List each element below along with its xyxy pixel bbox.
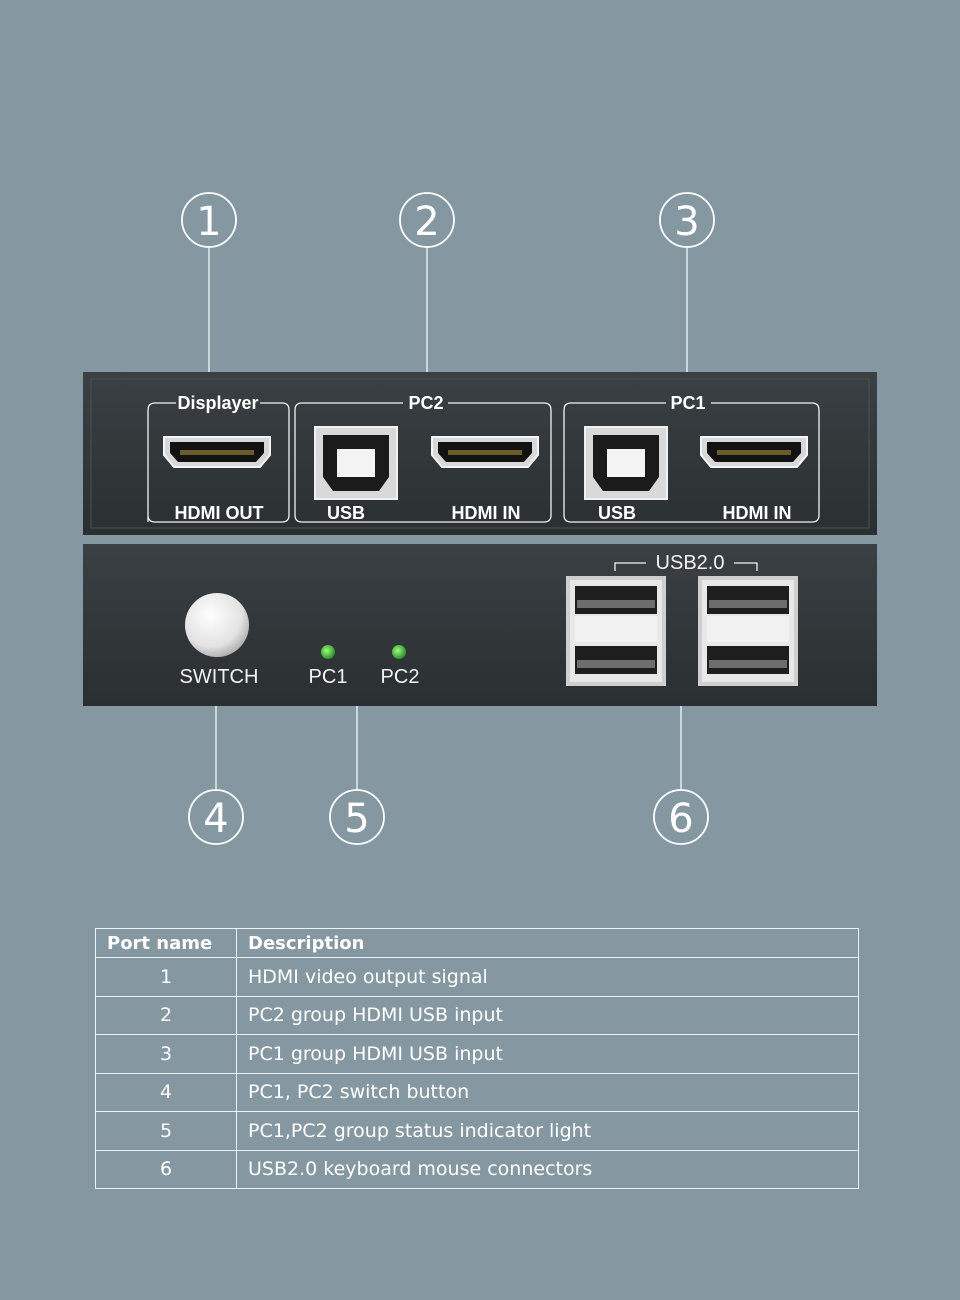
pc2-hdmi-in-label: HDMI IN (452, 503, 521, 523)
port-cell: 3 (95, 1034, 237, 1074)
callout-4: 4 (188, 789, 244, 845)
description-cell: HDMI video output signal (236, 957, 859, 997)
usb-a-port-right[interactable] (698, 576, 798, 686)
svg-text:6: 6 (668, 796, 693, 842)
description-cell: PC2 group HDMI USB input (236, 995, 859, 1035)
pc1-title: PC1 (670, 393, 705, 413)
switch-label: SWITCH (180, 666, 259, 688)
table-header-row: Port name Description (95, 928, 859, 958)
leader-lines (208, 247, 688, 790)
displayer-group: Displayer HDMI OUT (147, 393, 290, 523)
pc1-usb-b-port[interactable] (584, 426, 668, 500)
svg-text:4: 4 (203, 796, 228, 842)
svg-text:3: 3 (674, 199, 699, 245)
usb2-label: USB2.0 (656, 552, 725, 574)
port-cell: 1 (95, 957, 237, 997)
callout-5: 5 (329, 789, 385, 845)
displayer-title: Displayer (177, 393, 258, 413)
port-cell: 5 (95, 1111, 237, 1151)
description-cell: PC1, PC2 switch button (236, 1072, 859, 1112)
svg-text:5: 5 (344, 796, 369, 842)
table-row: 3 PC1 group HDMI USB input (95, 1034, 859, 1074)
usb-a-port-left[interactable] (566, 576, 666, 686)
callout-3: 3 (659, 192, 715, 248)
port-description-table: Port name Description 1 HDMI video outpu… (95, 928, 859, 1189)
callout-2: 2 (399, 192, 455, 248)
table-row: 5 PC1,PC2 group status indicator light (95, 1111, 859, 1151)
callout-6: 6 (653, 789, 709, 845)
switch-button[interactable] (185, 593, 249, 657)
svg-text:2: 2 (414, 199, 439, 245)
table-row: 4 PC1, PC2 switch button (95, 1072, 859, 1112)
pc2-led-icon (392, 645, 406, 659)
description-cell: PC1,PC2 group status indicator light (236, 1111, 859, 1151)
rear-panel: Displayer HDMI OUT PC2 USB HDMI IN PC1 U… (83, 372, 877, 535)
pc1-rear-group: PC1 USB HDMI IN (563, 393, 820, 523)
pc2-usb-label: USB (327, 503, 365, 523)
table-row: 6 USB2.0 keyboard mouse connectors (95, 1149, 859, 1189)
pc1-hdmi-in-label: HDMI IN (723, 503, 792, 523)
pc2-usb-b-port[interactable] (314, 426, 398, 500)
header-port-name: Port name (95, 928, 237, 958)
kvm-switch-diagram: Displayer HDMI OUT PC2 USB HDMI IN PC1 U… (83, 192, 877, 845)
table-row: 1 HDMI video output signal (95, 957, 859, 997)
usb-bracket (614, 562, 758, 571)
port-cell: 4 (95, 1072, 237, 1112)
port-cell: 6 (95, 1149, 237, 1189)
port-cell: 2 (95, 995, 237, 1035)
hdmi-out-label: HDMI OUT (175, 503, 264, 523)
header-description: Description (236, 928, 859, 958)
pc1-hdmi-in-port[interactable] (700, 436, 808, 468)
pc1-usb-label: USB (598, 503, 636, 523)
pc1-led-icon (321, 645, 335, 659)
description-cell: PC1 group HDMI USB input (236, 1034, 859, 1074)
pc2-rear-group: PC2 USB HDMI IN (294, 393, 552, 523)
svg-text:1: 1 (196, 199, 221, 245)
pc1-led-label: PC1 (309, 666, 348, 688)
description-cell: USB2.0 keyboard mouse connectors (236, 1149, 859, 1189)
table-row: 2 PC2 group HDMI USB input (95, 995, 859, 1035)
pc2-led-label: PC2 (381, 666, 420, 688)
pc2-title: PC2 (408, 393, 443, 413)
front-panel: SWITCH PC1 PC2 USB2.0 (83, 544, 877, 706)
callout-1: 1 (181, 192, 237, 248)
hdmi-out-port[interactable] (163, 436, 271, 468)
pc2-hdmi-in-port[interactable] (431, 436, 539, 468)
